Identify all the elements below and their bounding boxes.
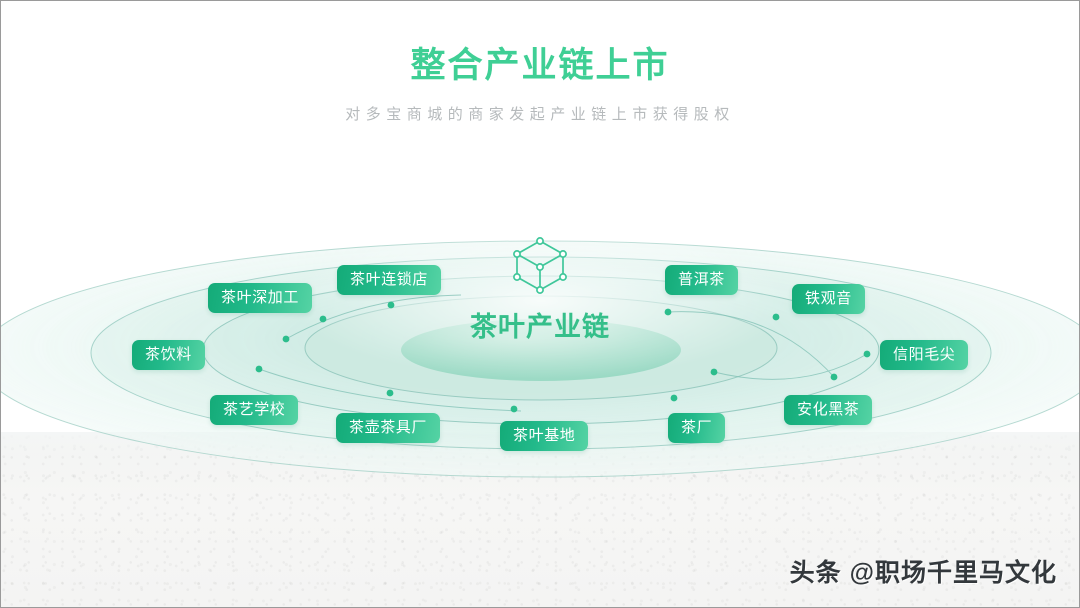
node-pill[interactable]: 茶叶基地 [500,421,589,451]
node-pill[interactable]: 铁观音 [792,284,865,314]
node-pill[interactable]: 茶饮料 [132,340,205,370]
node-pill[interactable]: 茶叶深加工 [208,283,313,313]
orbit-dot [386,389,394,397]
orbit-arcs [258,294,868,412]
orbit-dot [710,368,718,376]
orbit-dot [772,313,780,321]
page-subtitle: 对多宝商城的商家发起产业链上市获得股权 [345,106,735,123]
header: 整合产业链上市 对多宝商城的商家发起产业链上市获得股权 [1,45,1079,124]
node-pill[interactable]: 茶叶连锁店 [337,265,442,295]
orbit-dots-group [255,301,871,413]
watermark: 头条 @职场千里马文化 [789,559,1057,587]
orbit-dot [319,315,327,323]
orbit-dot [664,308,672,316]
node-pill[interactable]: 信阳毛尖 [880,340,969,370]
node-pill[interactable]: 茶壶茶具厂 [336,413,441,443]
orbit-dot [510,405,518,413]
node-pill[interactable]: 茶厂 [668,413,726,443]
orbit-dot [255,365,263,373]
orbit-dot [830,373,838,381]
node-pill[interactable]: 普洱茶 [665,265,738,295]
node-pill[interactable]: 安化黑茶 [784,395,873,425]
node-pill[interactable]: 茶艺学校 [210,395,299,425]
orbit-dot [863,350,871,358]
orbit-dot [670,394,678,402]
center-glow [291,223,791,379]
page-title: 整合产业链上市 [410,46,670,85]
orbit-dot [282,335,290,343]
orbit-dot [387,301,395,309]
